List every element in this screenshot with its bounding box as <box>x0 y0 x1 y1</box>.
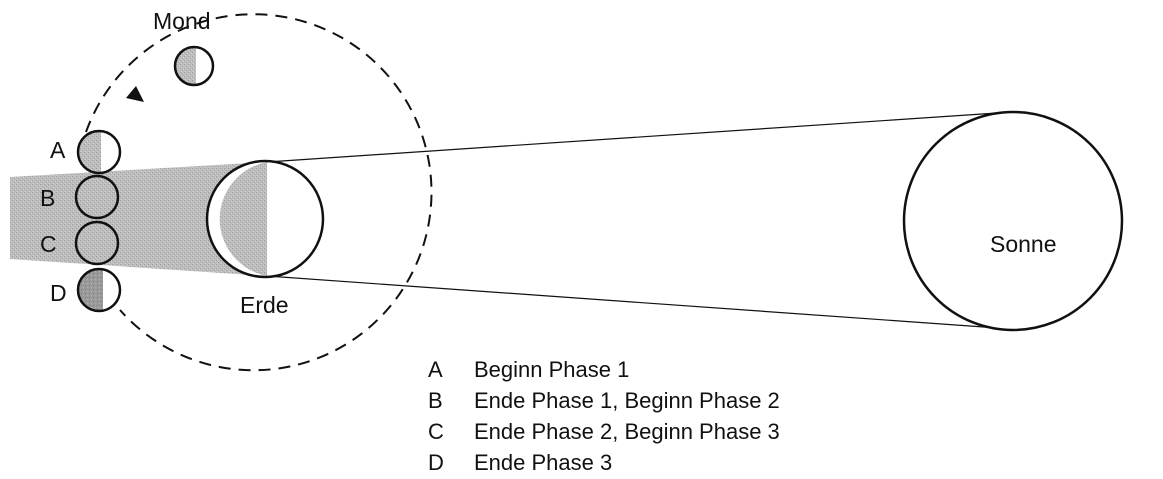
sun-label: Sonne <box>990 231 1057 257</box>
earth <box>207 161 323 277</box>
position-label-c: C <box>40 231 57 257</box>
legend-text-c: Ende Phase 2, Beginn Phase 3 <box>474 419 780 444</box>
moon-position-a <box>75 128 120 176</box>
legend-letter-b: B <box>428 388 443 413</box>
moon-orbit-position <box>170 40 213 92</box>
earth-label: Erde <box>240 292 289 318</box>
legend-text-b: Ende Phase 1, Beginn Phase 2 <box>474 388 780 413</box>
sun <box>904 112 1122 330</box>
legend-letter-d: D <box>428 450 444 475</box>
position-label-a: A <box>50 137 66 163</box>
moon-position-d <box>75 266 120 314</box>
legend-text-d: Ende Phase 3 <box>474 450 612 475</box>
moon-label: Mond <box>153 8 211 34</box>
legend-letter-c: C <box>428 419 444 444</box>
position-label-d: D <box>50 280 67 306</box>
legend-text-a: Beginn Phase 1 <box>474 357 629 382</box>
legend: A Beginn Phase 1 B Ende Phase 1, Beginn … <box>428 357 780 475</box>
upper-tangent-line <box>267 112 1012 162</box>
legend-letter-a: A <box>428 357 443 382</box>
orbit-direction-arrow <box>126 86 144 102</box>
position-label-b: B <box>40 185 55 211</box>
lower-tangent-line <box>267 276 1012 329</box>
